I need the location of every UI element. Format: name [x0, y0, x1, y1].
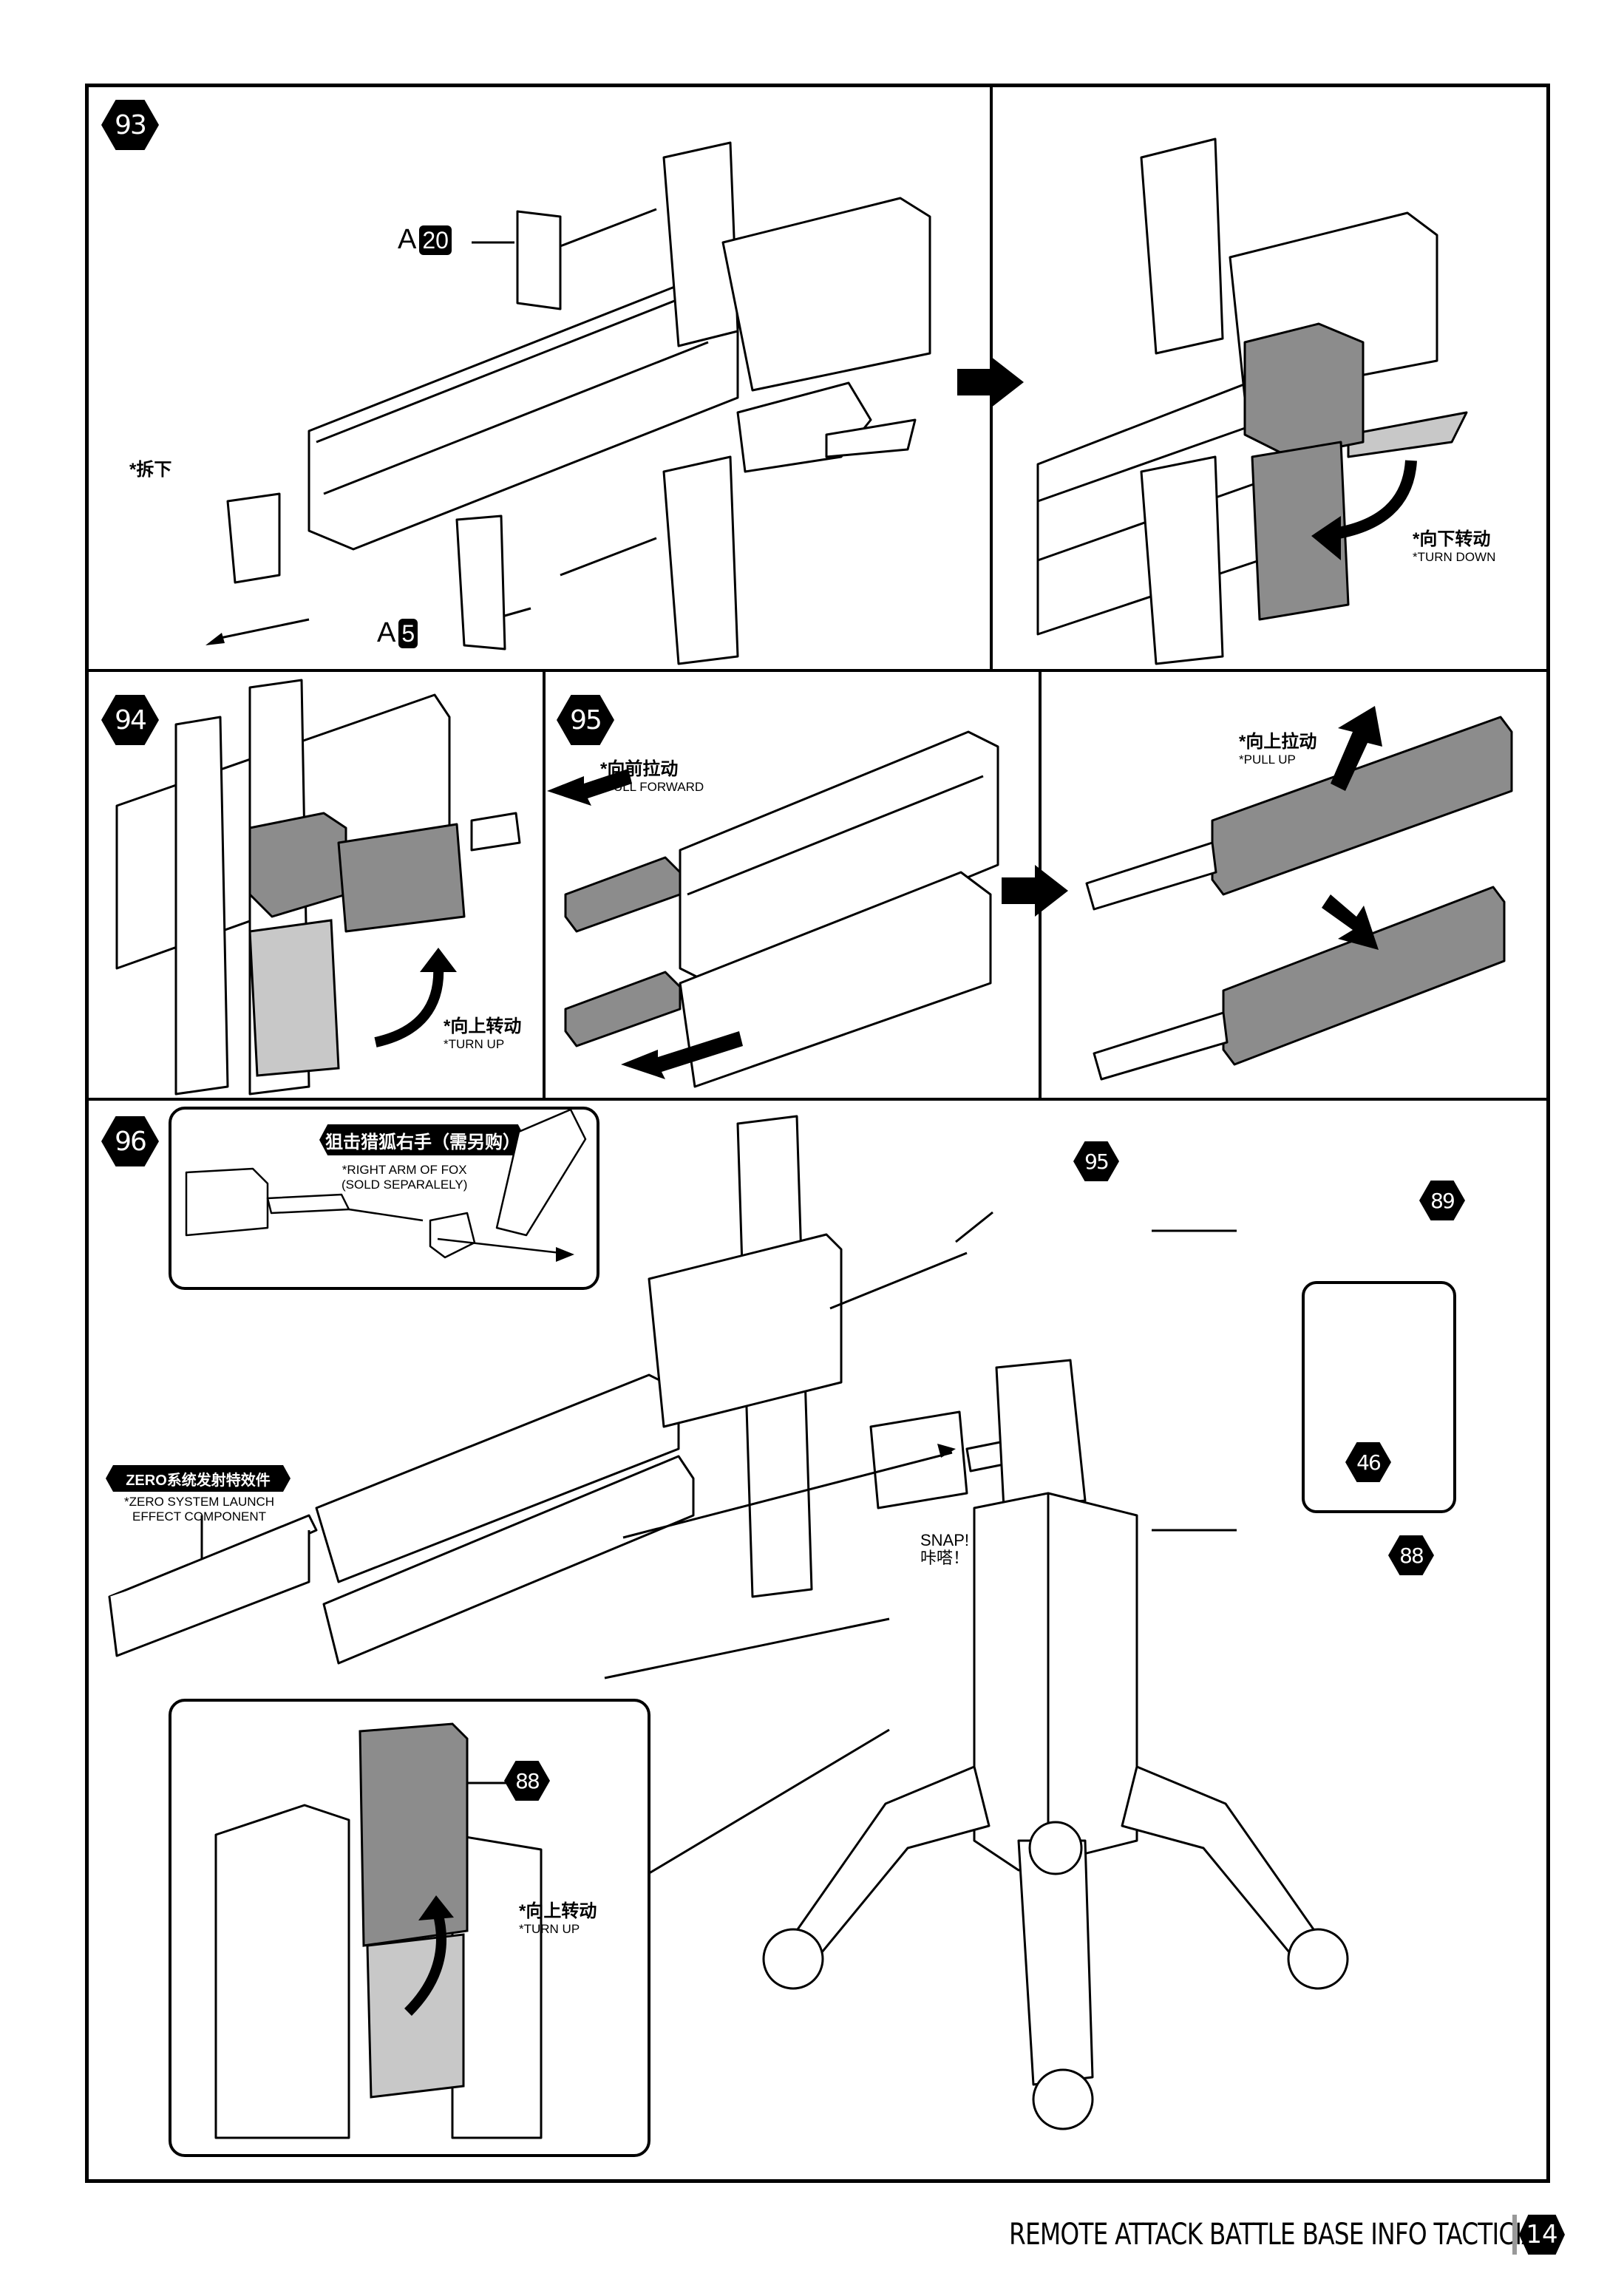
barrel-split-illustration	[1085, 706, 1513, 1081]
runner-letter: A	[398, 224, 417, 255]
note-en: *RIGHT ARM OF FOX	[342, 1163, 467, 1177]
part-number: 5	[398, 618, 418, 648]
pull-up-arrow-icon	[1331, 706, 1382, 791]
zero-effect-banner: ZERO系统发射特效件	[106, 1465, 291, 1492]
part-label-a20: A 20	[398, 224, 452, 256]
callout-base-hatch: 88 *向上转动 *TURN UP	[169, 1699, 650, 2157]
runner-letter: A	[377, 617, 396, 648]
note-cn: *向上拉动	[1239, 732, 1317, 752]
pull-forward-arrow-icon	[547, 769, 632, 806]
divider-row1	[87, 669, 1548, 672]
note-cn: *向上转动	[519, 1901, 597, 1921]
fox-arm-banner: 狙击猎狐右手（需另购）	[319, 1124, 526, 1155]
step-arrow-right-icon	[1002, 865, 1068, 917]
divider-step94-95	[543, 669, 546, 1099]
note-turn-down: *向下转动 *TURN DOWN	[1413, 529, 1495, 564]
ref-badge-89: 89	[1419, 1181, 1465, 1220]
note-en: *TURN UP	[444, 1036, 505, 1051]
note-en: *TURN DOWN	[1413, 549, 1496, 564]
fox-arm-illustration	[185, 1108, 587, 1262]
rifle-illustration-after	[1036, 137, 1468, 665]
step-arrow-right-icon	[957, 356, 1024, 408]
note-pull-up: *向上拉动 *PULL UP	[1239, 732, 1316, 767]
ref-badge-46: 46	[1345, 1442, 1391, 1482]
note-en: *ZERO SYSTEM LAUNCH	[124, 1495, 275, 1509]
page-number: 14	[1519, 2215, 1565, 2255]
snap-cn: 咔嗒！	[920, 1549, 970, 1568]
note-en: *TURN UP	[519, 1921, 580, 1936]
footer-product-title: REMOTE ATTACK BATTLE BASE INFO TACTICIAN	[1009, 2218, 1555, 2252]
note-en: *PULL UP	[1239, 752, 1296, 767]
step-number-badge: 96	[101, 1116, 159, 1166]
ref-badge-95: 95	[1073, 1141, 1119, 1181]
note-en: EFFECT COMPONENT	[132, 1509, 267, 1524]
pull-down-arrow-icon	[1322, 894, 1379, 950]
rifle-mount-illustration	[108, 1115, 1456, 2130]
leader-arrowhead	[205, 633, 225, 645]
turn-up-arrow-icon	[404, 1911, 446, 2016]
zero-effect-label: *ZERO SYSTEM LAUNCH EFFECT COMPONENT	[124, 1495, 274, 1524]
barrel-extend-illustration	[547, 730, 999, 1088]
callout-fox-arm: 狙击猎狐右手（需另购） *RIGHT ARM OF FOX (SOLD SEPA…	[169, 1107, 599, 1290]
divider-row2	[87, 1098, 1548, 1101]
ref-badge-88-main: 88	[1388, 1535, 1434, 1575]
note-cn: *向下转动	[1413, 529, 1491, 549]
turn-up-arrow-icon	[374, 964, 444, 1047]
note-en: (SOLD SEPARALELY)	[342, 1177, 468, 1192]
part-label-a5: A 5	[377, 617, 418, 649]
part-number: 20	[419, 225, 452, 255]
note-pull-forward: *向前拉动 *PULL FORWARD	[600, 759, 704, 794]
snap-en: SNAP!	[920, 1531, 970, 1549]
handle-illustration	[115, 679, 521, 1096]
pull-forward-arrow-icon	[621, 1031, 743, 1079]
note-remove: *拆下	[129, 460, 171, 480]
snap-label: SNAP! 咔嗒！	[920, 1531, 970, 1568]
turn-down-arrow-icon	[1328, 460, 1417, 540]
note-cn: *拆下	[129, 460, 172, 480]
note-turn-up-inset: *向上转动 *TURN UP	[519, 1901, 597, 1936]
page-tab-marker	[1512, 2215, 1517, 2255]
base-hatch-illustration	[214, 1722, 543, 2139]
page-frame	[85, 84, 1550, 2183]
fox-arm-label: *RIGHT ARM OF FOX (SOLD SEPARALELY)	[342, 1163, 467, 1192]
rifle-illustration-before	[205, 141, 931, 665]
note-cn: *向上转动	[444, 1016, 522, 1036]
note-turn-up: *向上转动 *TURN UP	[444, 1016, 521, 1051]
